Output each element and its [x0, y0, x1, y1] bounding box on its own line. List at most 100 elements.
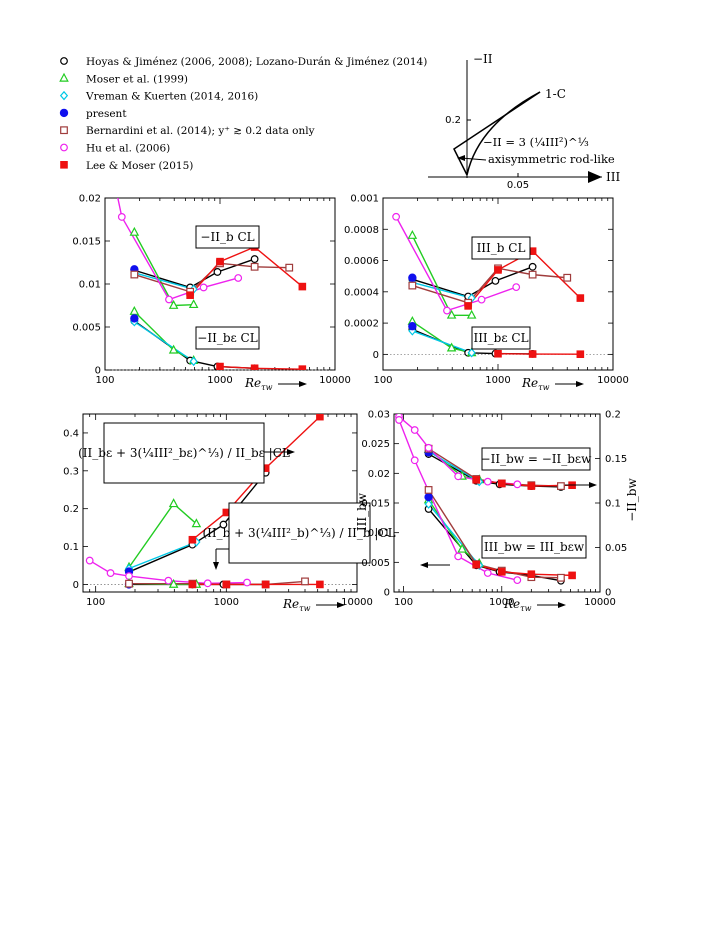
data-point — [298, 365, 307, 370]
y-tick-label: 0.005 — [361, 558, 390, 569]
annotation-box — [228, 502, 371, 564]
series-line — [412, 267, 568, 304]
legend-label: Vreman & Kuerten (2014, 2016) — [85, 91, 258, 103]
series-layer — [392, 212, 585, 359]
y-tick-label: 0.0004 — [344, 287, 379, 298]
data-point — [528, 262, 537, 271]
legend-label: Hu et al. (2006) — [86, 143, 170, 155]
x-axis-label: Reτw — [244, 376, 273, 392]
data-point — [483, 477, 492, 486]
y-tick-label: 0.001 — [350, 194, 379, 205]
data-point — [392, 212, 401, 221]
legend-marker — [60, 126, 68, 135]
data-point — [191, 518, 202, 528]
y-tick-label: 0 — [73, 580, 79, 591]
data-point — [494, 349, 502, 358]
annotation-box — [481, 447, 591, 471]
data-point — [168, 344, 179, 354]
inset-1c-label: 1-C — [545, 87, 566, 101]
data-point — [557, 573, 565, 582]
x-tick-label: 10000 — [584, 597, 616, 608]
series-line — [134, 272, 194, 290]
annotation-arrow-head — [213, 562, 219, 570]
x-axis-arrow-head — [337, 602, 345, 608]
data-point — [407, 229, 418, 239]
y-tick-label: 0.025 — [361, 439, 390, 450]
y-tick-label: 0.02 — [368, 469, 390, 480]
data-point — [410, 456, 419, 465]
inset-rod-label: axisymmetric rod-like — [488, 152, 615, 166]
y2-tick-label: 0.05 — [605, 543, 627, 554]
data-point — [557, 482, 565, 490]
y2-axis-label: −II_bw — [625, 478, 639, 522]
y-tick-label: 0.01 — [79, 280, 101, 291]
data-point — [576, 294, 585, 302]
data-point — [513, 576, 522, 585]
series-line — [412, 281, 472, 299]
data-point — [568, 571, 576, 580]
inset-x-arrow — [588, 171, 602, 183]
x-axis-label: Reτw — [282, 597, 311, 613]
y-tick-label: 0 — [373, 350, 379, 361]
annotation-arrow-head — [420, 562, 428, 568]
data-point — [527, 570, 536, 579]
annotation-arrow-head — [287, 449, 295, 455]
y-tick-label: 0.4 — [63, 428, 79, 439]
data-point — [494, 266, 502, 274]
data-point — [250, 255, 259, 263]
legend-marker — [59, 108, 69, 118]
annotation-box — [481, 535, 587, 559]
data-point — [446, 309, 457, 319]
data-point — [130, 270, 139, 279]
data-point — [199, 283, 208, 292]
data-point — [117, 213, 126, 221]
y-tick-label: 0.0002 — [344, 319, 379, 330]
data-point — [466, 309, 477, 319]
data-point — [188, 535, 197, 544]
data-point — [410, 426, 419, 434]
y2-tick-label: 0.15 — [605, 454, 627, 465]
x-axis-label: Reτw — [503, 597, 532, 613]
data-point — [213, 268, 222, 276]
series-line — [134, 258, 255, 289]
data-point — [164, 576, 173, 585]
data-point — [563, 273, 572, 282]
data-point — [261, 580, 270, 589]
data-point — [125, 579, 133, 588]
inset-rod-arrow-line — [460, 157, 487, 161]
data-point — [203, 579, 212, 588]
x-tick-label: 100 — [394, 597, 413, 608]
legend-label: Bernardini et al. (2014); y⁺ ≳ 0.2 data … — [86, 125, 315, 137]
series-line — [128, 472, 267, 573]
y-tick-label: 0.03 — [368, 410, 390, 421]
series-line — [412, 330, 472, 354]
data-point — [408, 322, 417, 331]
legend-marker — [60, 143, 68, 152]
data-point — [250, 364, 259, 370]
series-line — [467, 250, 581, 307]
data-point — [491, 276, 500, 285]
annotation-box — [471, 236, 531, 260]
data-point — [454, 552, 463, 561]
data-point — [234, 274, 243, 282]
annotation-label: III_bw = III_bεw — [484, 540, 585, 554]
data-point — [464, 302, 472, 310]
x-axis-arrow-head — [576, 381, 584, 387]
data-point — [285, 263, 294, 272]
y-tick-label: 0 — [384, 588, 390, 599]
data-point — [165, 295, 173, 304]
legend-label: Lee & Moser (2015) — [86, 160, 193, 172]
data-point — [168, 578, 179, 588]
data-point — [129, 226, 140, 236]
annotation-label: −II_bw = −II_bεw — [481, 452, 593, 466]
y-tick-label: 0.015 — [361, 499, 390, 510]
series-line — [476, 564, 573, 577]
x-axis-arrow-head — [299, 381, 307, 387]
annotation-label: (II_b + 3(¼III²_b)^⅓) / II_b |CL — [202, 526, 395, 540]
inset-formula: −II = 3 (¼III²)^⅓ — [483, 135, 589, 149]
legend-label: present — [86, 108, 127, 120]
data-point — [497, 479, 506, 488]
inset-ytick-label: 0.2 — [445, 115, 461, 126]
